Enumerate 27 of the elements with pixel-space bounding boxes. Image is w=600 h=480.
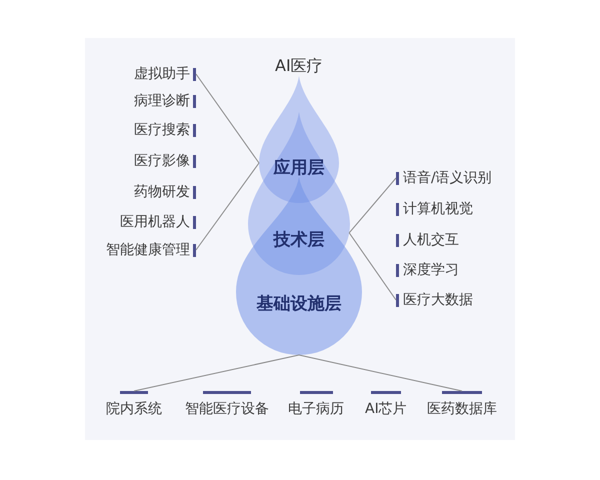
leader-line <box>196 74 260 164</box>
list-item: 计算机视觉 <box>403 200 473 219</box>
leader-line <box>196 162 260 250</box>
title: AI医疗 <box>275 55 323 77</box>
list-item: 智能医疗设备 <box>185 400 269 419</box>
list-item: AI芯片 <box>365 400 407 419</box>
layer-label: 技术层 <box>274 229 324 251</box>
list-item: 医用机器人 <box>120 213 190 232</box>
list-item: 医药数据库 <box>427 400 497 419</box>
layer-label: 基础设施层 <box>256 293 342 315</box>
list-item: 智能健康管理 <box>106 241 190 260</box>
list-item: 医疗影像 <box>134 152 190 171</box>
list-item: 医疗大数据 <box>403 291 473 310</box>
list-item: 语音/语义识别 <box>403 169 492 188</box>
list-item: 深度学习 <box>403 261 459 280</box>
layer-label: 应用层 <box>274 157 324 179</box>
list-item: 病理诊断 <box>134 92 190 111</box>
list-item: 院内系统 <box>106 400 162 419</box>
leader-line <box>134 354 300 392</box>
list-item: 人机交互 <box>403 231 459 250</box>
leader-line <box>348 232 396 300</box>
leader-line <box>298 354 462 392</box>
list-item: 药物研发 <box>134 183 190 202</box>
list-item: 电子病历 <box>288 400 344 419</box>
list-item: 虚拟助手 <box>134 65 190 84</box>
list-item: 医疗搜索 <box>134 121 190 140</box>
leader-line <box>348 178 396 234</box>
